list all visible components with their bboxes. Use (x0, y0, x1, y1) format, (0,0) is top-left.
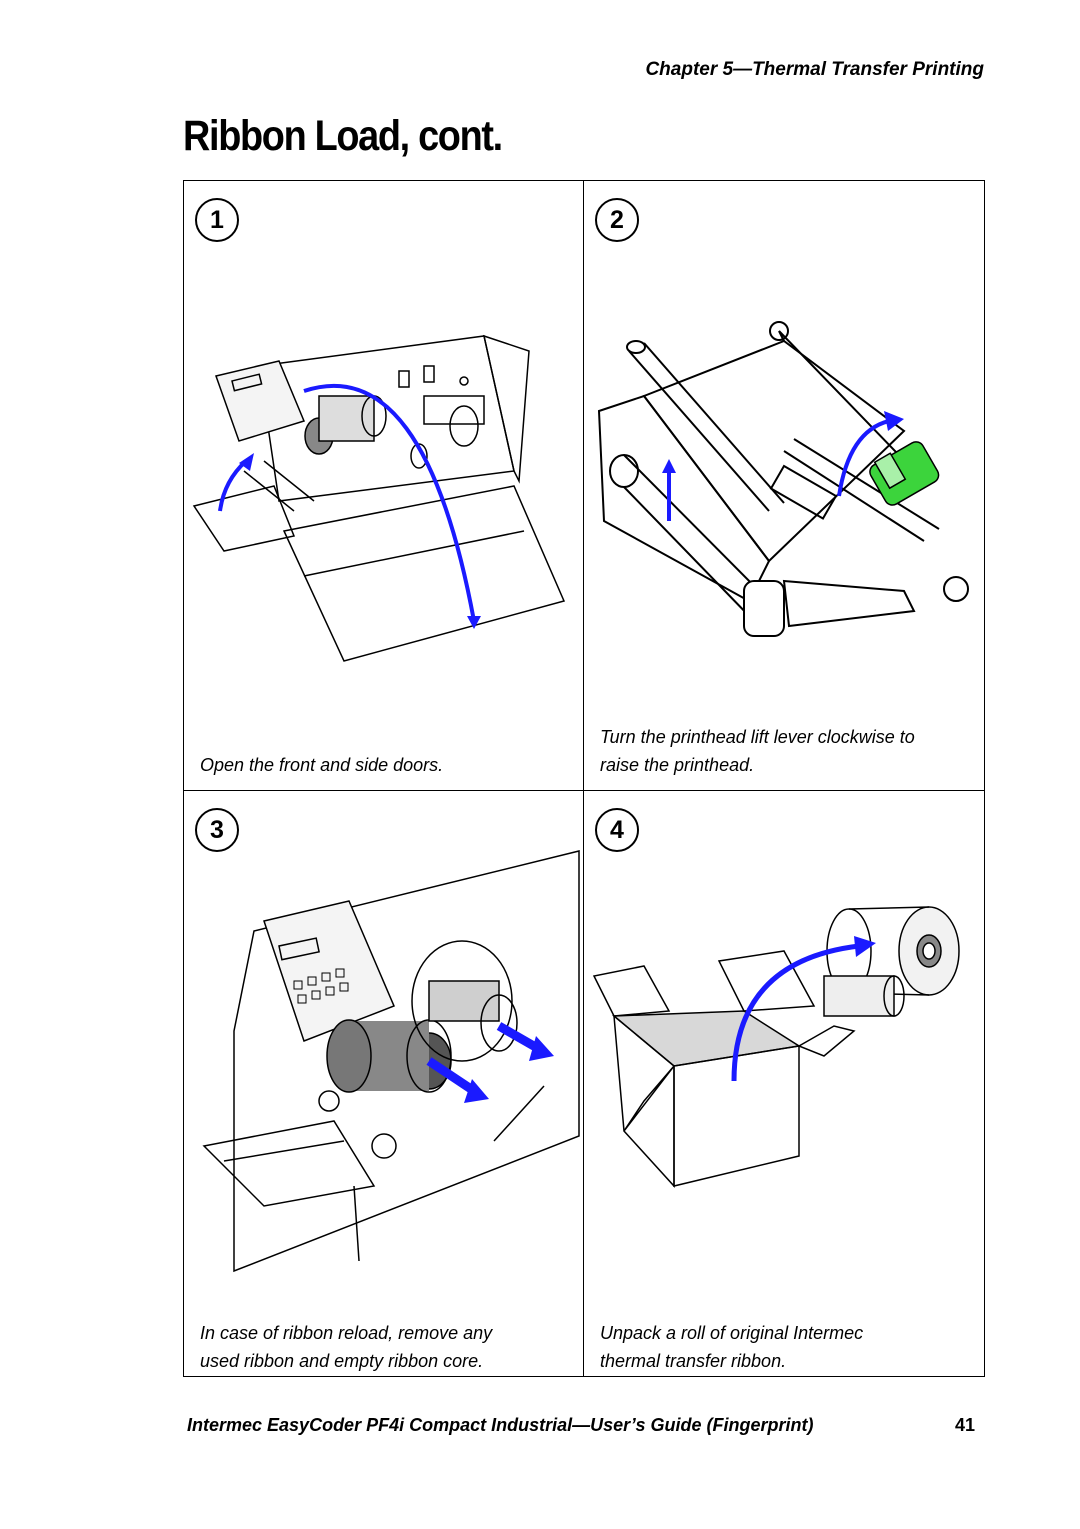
steps-grid: 1 (183, 180, 985, 1377)
step-1-panel: 1 (184, 181, 584, 791)
printer-doors-open-illustration (192, 334, 566, 662)
step-2-caption: Turn the printhead lift lever clockwise … (600, 723, 974, 779)
remove-used-ribbon-illustration (202, 850, 580, 1273)
step-3-badge: 3 (195, 808, 239, 852)
step-2-caption-line-1: Turn the printhead lift lever clockwise … (600, 727, 915, 747)
page-number: 41 (954, 1415, 975, 1435)
page-title: Ribbon Load, cont. (183, 112, 503, 160)
step-4-caption-line-1: Unpack a roll of original Intermec (600, 1323, 864, 1343)
step-2-badge: 2 (595, 198, 639, 242)
unpack-ribbon-illustration (592, 906, 960, 1188)
printhead-lift-lever-illustration (597, 321, 969, 637)
chapter-header: Chapter 5—Thermal Transfer Printing (645, 59, 984, 80)
step-1-badge: 1 (195, 198, 239, 242)
step-2-caption-line-2: raise the printhead. (600, 755, 755, 775)
step-4-caption-line-2: thermal transfer ribbon. (600, 1351, 787, 1371)
step-1-caption: Open the front and side doors. (200, 755, 444, 775)
footer-title: Intermec EasyCoder PF4i Compact Industri… (187, 1415, 814, 1435)
step-2-panel: 2 (584, 181, 984, 791)
step-4-panel: 4 (584, 791, 984, 1376)
step-4-badge: 4 (595, 808, 639, 852)
step-3-caption: In case of ribbon reload, remove any use… (200, 1319, 573, 1375)
step-4-caption: Unpack a roll of original Intermec therm… (600, 1319, 974, 1375)
step-3-caption-line-2: used ribbon and empty ribbon core. (200, 1351, 484, 1371)
step-3-panel: 3 (184, 791, 584, 1376)
step-3-caption-line-1: In case of ribbon reload, remove any (200, 1323, 493, 1343)
